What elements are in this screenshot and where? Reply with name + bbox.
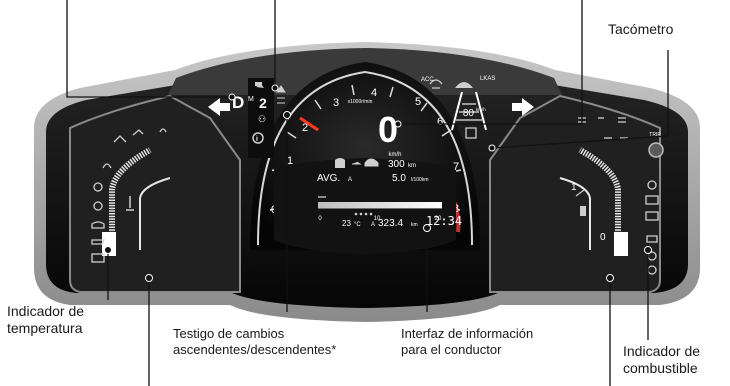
- airbag-icon: [102, 163, 112, 169]
- gear-mode: M: [248, 96, 254, 103]
- temperature-gauge-arc: [139, 177, 171, 250]
- dial-tick-3: 3: [333, 97, 339, 109]
- page-dots: [354, 212, 373, 216]
- eco-assist-icon: [255, 82, 264, 88]
- tach-needle: [299, 116, 319, 132]
- fuel-gauge-label-line2: combustible: [623, 360, 698, 376]
- gear-number: 2: [259, 95, 267, 111]
- speed-unit: km/h: [388, 152, 401, 158]
- set-speed-unit: km/h: [476, 107, 486, 112]
- fuel-full-mark: 1: [571, 182, 577, 193]
- range-value: 300: [388, 159, 405, 170]
- callout-line-tachometer-diag: [491, 135, 669, 149]
- trip-button-label: TRIP: [649, 132, 661, 138]
- speed-value: 0: [378, 109, 398, 150]
- lane-assist-icon: [429, 79, 443, 89]
- dial-tick-6: 6: [437, 116, 443, 128]
- callout-dots: [104, 84, 652, 282]
- range-car-icon: [352, 158, 379, 167]
- callout-line-gear: [66, 0, 232, 98]
- fuel-gauge-segments: [578, 147, 621, 255]
- rpm-scale-label: x1000r/min: [348, 99, 373, 105]
- avg-value: 5.0: [392, 173, 406, 184]
- dial-tick-2: 2: [302, 122, 308, 134]
- callout-line-speed: [398, 0, 583, 125]
- shift-up-indicator-icon: [276, 85, 286, 104]
- right-turn-arrow-icon: [512, 98, 534, 116]
- avg-label: AVG.: [317, 173, 340, 184]
- dial-tick-1: 1: [287, 155, 293, 167]
- shift-indicator-label: Testigo de cambios ascendentes/descenden…: [173, 326, 336, 358]
- tpms-icon: [93, 182, 103, 192]
- fuel-gauge-label-line1: Indicador de: [623, 343, 701, 359]
- bar-tick-20: 20: [435, 216, 442, 222]
- engine-check-icon: [91, 221, 105, 229]
- callout-lines: [66, 0, 669, 386]
- fuel-economy-bar: [318, 202, 442, 208]
- high-beam-icon: [618, 117, 626, 123]
- door-open-icon: [575, 189, 585, 197]
- shift-indicator-label-line1: Testigo de cambios: [173, 326, 285, 341]
- bar-tick-0: 0: [318, 216, 322, 222]
- fuel-gauge-arc: [559, 177, 591, 250]
- fuel-gauge-label: Indicador de combustible: [623, 343, 730, 377]
- outside-temp-unit: °C: [354, 222, 361, 228]
- temperature-gauge-label-line2: temperatura: [7, 320, 83, 336]
- brake-warning-icon: [93, 201, 103, 211]
- right-gauge-panel: [489, 94, 664, 293]
- range-unit: km: [408, 163, 416, 169]
- trip-value: 323.4: [378, 218, 403, 229]
- left-gauge-panel: [69, 94, 241, 293]
- info-icon: [252, 132, 264, 144]
- immobilizer-icon: [645, 211, 659, 221]
- smart-key-icon: [645, 195, 659, 205]
- trip-unit: km: [411, 222, 418, 228]
- trip-label: A: [371, 222, 375, 228]
- tachometer-label: Tacómetro: [608, 21, 674, 37]
- fuel-needle: [614, 232, 628, 256]
- driver-info-label: Interfaz de información para el conducto…: [401, 326, 533, 358]
- acc-label: ACC: [421, 77, 434, 83]
- set-speed-value: 80: [463, 108, 475, 119]
- seatbelt-icon: [159, 128, 167, 133]
- avg-suffix: A: [348, 177, 352, 183]
- fuel-empty-mark: 0: [600, 232, 606, 243]
- clock: 12:34: [426, 214, 462, 228]
- parking-brake-icon: [647, 180, 657, 190]
- fuel-pump-icon: [335, 158, 345, 168]
- driver-info-label-line1: Interfaz de información: [401, 326, 534, 341]
- temperature-gauge-segments: [109, 147, 152, 255]
- dial-tick-5: 5: [415, 96, 421, 108]
- seatbelt-small-icon: ⚇: [258, 114, 266, 124]
- fuel-pump-gauge-icon: [580, 206, 586, 216]
- info-icon-glyph: i: [256, 136, 258, 143]
- lead-car-icon: [455, 82, 473, 88]
- avg-unit: l/100km: [411, 177, 429, 183]
- oil-pressure-icon: [91, 239, 106, 245]
- driver-info-label-line2: para el conductor: [401, 342, 502, 357]
- dial-tick-4: 4: [371, 87, 377, 99]
- temperature-gauge-label: Indicador de temperatura: [7, 303, 84, 337]
- vsa-icon: [132, 129, 144, 136]
- set-speed-box: [465, 127, 477, 139]
- driver-info-display: [274, 158, 456, 254]
- vsa-off-icon: [113, 135, 127, 143]
- battery-icon: [91, 253, 105, 263]
- lkas-label: LKAS: [480, 76, 495, 82]
- bar-tick-10: 10: [374, 216, 381, 222]
- outside-temp: 23: [342, 219, 351, 228]
- dial-tick-7: 7: [453, 161, 459, 173]
- left-indicator-column: i ⚇: [248, 78, 274, 158]
- shift-indicator-label-line2: ascendentes/descendentes*: [173, 342, 337, 357]
- left-turn-arrow-icon: [208, 98, 230, 116]
- coolant-temp-icon: [126, 196, 134, 211]
- trip-knob[interactable]: [648, 142, 664, 158]
- temperature-gauge-label-line1: Indicador de: [7, 303, 85, 319]
- low-fuel-icon: [646, 235, 658, 243]
